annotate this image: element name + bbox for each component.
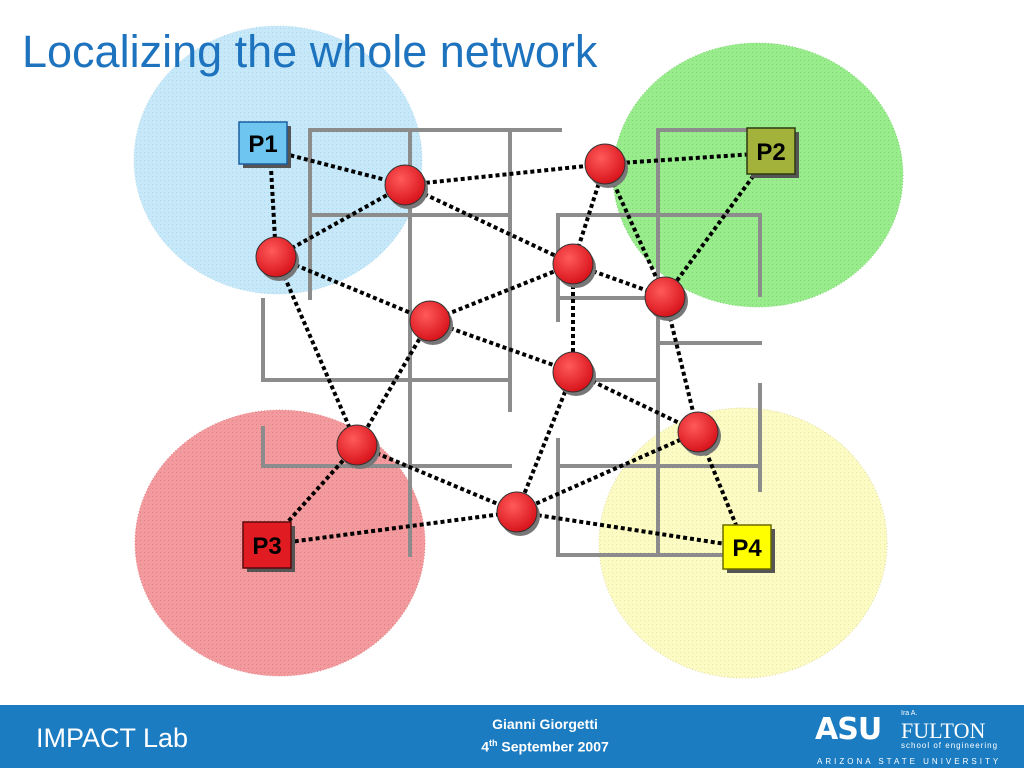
anchor-p3: P3 bbox=[242, 521, 295, 572]
network-diagram: P1 P2 P3 P4 bbox=[133, 25, 904, 679]
anchor-p4: P4 bbox=[722, 524, 775, 573]
footer-lab-name: IMPACT Lab bbox=[36, 723, 189, 753]
node-circle bbox=[496, 491, 540, 536]
anchor-p1: P1 bbox=[238, 121, 291, 168]
footer-date-rest: September 2007 bbox=[497, 738, 609, 755]
anchor-label-p1: P1 bbox=[248, 131, 277, 158]
anchor-label-p4: P4 bbox=[732, 535, 762, 562]
node-circle bbox=[255, 236, 299, 281]
node-circle bbox=[552, 351, 596, 396]
logo-fulton-text: FULTON bbox=[901, 718, 986, 743]
asu-fulton-logo: ASU Ira A. FULTON school of engineering … bbox=[815, 710, 1010, 766]
anchor-p2: P2 bbox=[746, 127, 799, 178]
footer-date-day: 4 bbox=[481, 738, 489, 755]
node-circle bbox=[409, 300, 453, 345]
footer-author-block: Gianni Giorgetti 4th September 2007 bbox=[455, 715, 635, 757]
logo-asu-text: ASU bbox=[815, 712, 882, 747]
node-circle bbox=[552, 243, 596, 288]
logo-university-text: ARIZONA STATE UNIVERSITY bbox=[817, 757, 1002, 766]
logo-school-text: school of engineering bbox=[901, 741, 999, 750]
node-circle bbox=[584, 143, 628, 188]
node-circle bbox=[644, 276, 688, 321]
footer-date-suffix: th bbox=[489, 738, 498, 748]
node-circle bbox=[677, 411, 721, 456]
anchor-label-p3: P3 bbox=[252, 533, 281, 560]
footer-bar: IMPACT Lab Gianni Giorgetti 4th Septembe… bbox=[0, 705, 1024, 768]
footer-author: Gianni Giorgetti bbox=[492, 716, 598, 732]
node-circle bbox=[336, 424, 380, 469]
logo-ira-text: Ira A. bbox=[901, 710, 918, 717]
slide-title: Localizing the whole network bbox=[22, 26, 598, 77]
node-circle bbox=[384, 164, 428, 209]
anchor-label-p2: P2 bbox=[756, 139, 785, 166]
footer-date: 4th September 2007 bbox=[455, 734, 635, 757]
unknown-nodes bbox=[255, 143, 721, 536]
